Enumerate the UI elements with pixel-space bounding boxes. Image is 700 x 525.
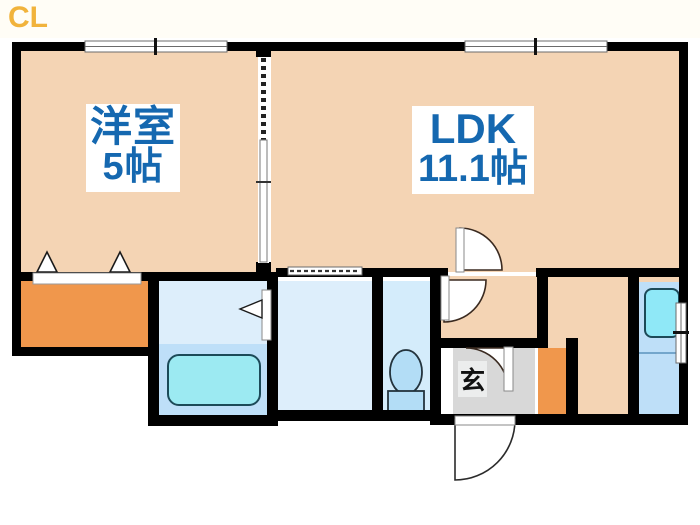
wall-north [12, 42, 688, 51]
room-label-washitsu: 洋室 5帖 [86, 103, 181, 192]
wall-closet-south [12, 347, 159, 356]
wall-entrance-north [441, 338, 548, 348]
wall-kitchen-west [628, 274, 639, 423]
toilet-bowl [389, 349, 423, 395]
wall-bathroom-west [148, 347, 159, 426]
wall-toilet-east [430, 274, 441, 421]
wall-kitchen-south [578, 414, 688, 425]
wall-corridor-east [537, 268, 548, 348]
door-ldk-corridor[interactable] [455, 227, 503, 273]
room-label-closet: CL [0, 0, 700, 38]
wall-closet-east [148, 274, 159, 356]
shoe-box [538, 348, 566, 414]
window-kitchen [673, 302, 689, 364]
window-washroom [287, 266, 363, 276]
washitsu-size: 5帖 [102, 146, 164, 188]
wall-mid-horizontal-left [12, 272, 276, 281]
window-washitsu [84, 38, 228, 55]
bathtub [167, 354, 261, 406]
closet-floor [20, 281, 150, 348]
closet-door[interactable] [32, 250, 142, 285]
wall-bathroom-east [267, 274, 278, 426]
kitchen-sink [644, 288, 680, 338]
wall-washitsu-ldk [256, 42, 271, 57]
door-washroom[interactable] [440, 275, 487, 323]
washroom-floor [276, 281, 374, 410]
wall-bathroom-south [148, 415, 278, 426]
wall-west-lower [12, 272, 21, 356]
room-label-entrance: 玄 [458, 361, 488, 397]
room-label-ldk: LDK 11.1帖 [412, 106, 534, 194]
wall-entrance-east [566, 338, 578, 425]
wall-washroom-east [372, 274, 383, 421]
door-bathroom[interactable] [238, 289, 272, 341]
ldk-size: 11.1帖 [418, 148, 528, 190]
washitsu-name: 洋室 [90, 103, 177, 150]
wall-east-upper [679, 42, 688, 274]
window-ldk [464, 38, 608, 55]
door-toilet[interactable] [465, 346, 514, 392]
wall-mid-horizontal-kitchen [536, 268, 688, 277]
wall-washroom-south [267, 410, 383, 421]
sliding-door-washitsu-ldk[interactable] [256, 57, 271, 263]
wall-toilet-south [372, 410, 441, 421]
ldk-name: LDK [429, 105, 517, 152]
door-entrance[interactable] [454, 415, 516, 481]
wall-west-upper [12, 42, 21, 274]
